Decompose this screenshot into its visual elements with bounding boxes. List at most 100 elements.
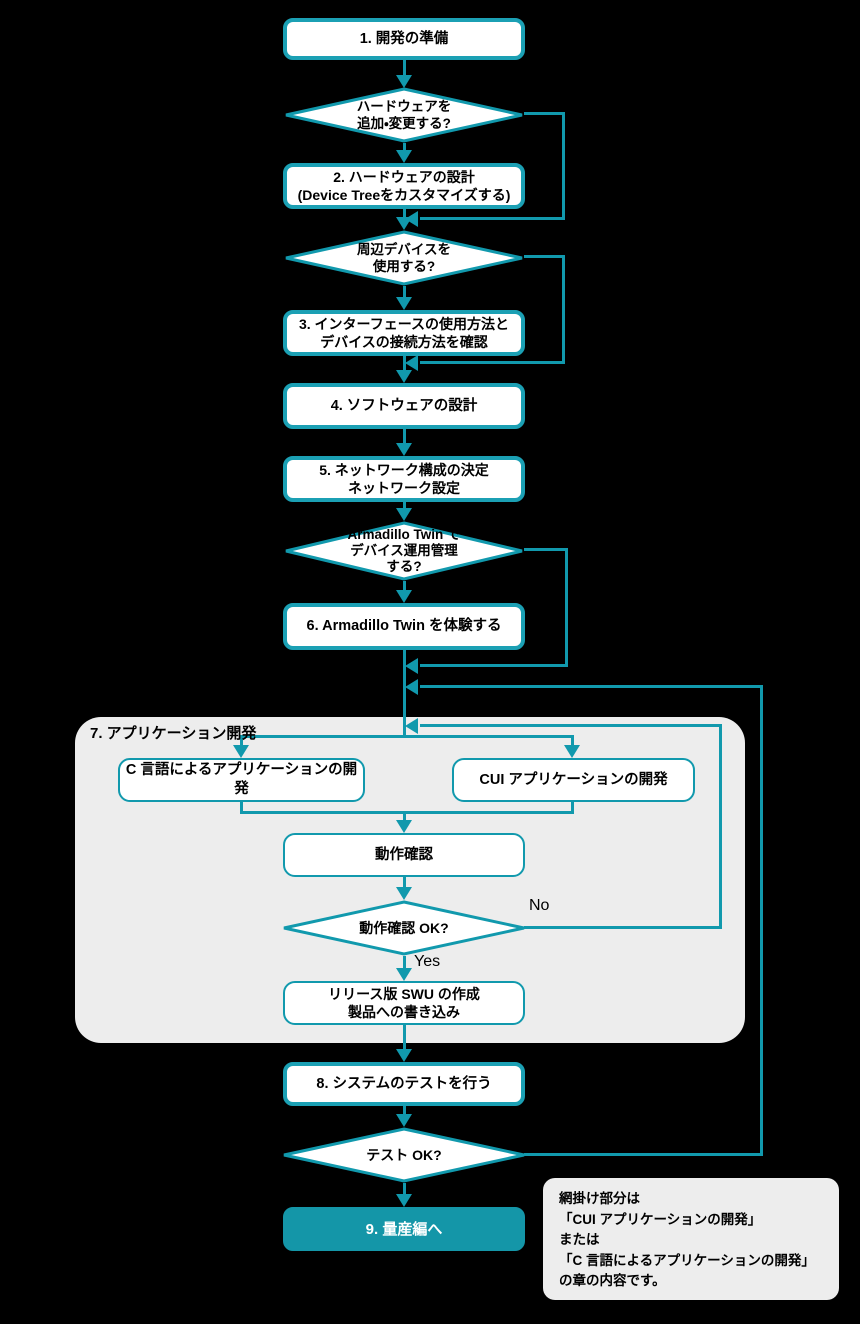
flow-line-segment: [524, 1153, 763, 1156]
step4-label: 4. ソフトウェアの設計: [330, 397, 478, 414]
flow-line-segment: [403, 208, 406, 219]
flow-line-segment: [420, 685, 762, 688]
arrow-down-icon: [396, 150, 412, 163]
step2-line2: (Device Treeをカスタマイズする): [297, 187, 511, 203]
step6-label: 6. Armadillo Twin を体験する: [306, 618, 502, 634]
step4-box: 4. ソフトウェアの設計: [283, 383, 525, 429]
decision-twin-label: Armadillo Twin で デバイス運用管理 する?: [284, 521, 524, 581]
note-line4: 「C 言語によるアプリケーションの開発」: [559, 1252, 815, 1268]
decision-test-text: テスト OK?: [366, 1146, 442, 1163]
arrow-down-icon: [396, 297, 412, 310]
decision-check-diamond: [283, 900, 525, 956]
flow-line-segment: [403, 581, 406, 592]
flow-line-segment: [403, 286, 406, 299]
arrow-down-icon: [396, 443, 412, 456]
decision-test-label: テスト OK?: [282, 1127, 526, 1183]
flow-line-segment: [403, 60, 406, 76]
flow-line-segment: [420, 217, 565, 220]
step5-line2: ネットワーク設定: [348, 480, 460, 496]
decision-peripheral-label: 周辺デバイスを 使用する?: [284, 230, 524, 286]
step3-box: 3. インターフェースの使用方法と デバイスの接続方法を確認: [283, 310, 525, 356]
release-swu-line2: 製品への書き込み: [348, 1004, 460, 1020]
arrow-down-icon: [396, 1114, 412, 1127]
decision-test-diamond: [283, 1127, 525, 1183]
flow-line-segment: [403, 1183, 406, 1196]
step9-label: 9. 量産編へ: [365, 1220, 443, 1238]
flow-line-segment: [240, 811, 574, 814]
flow-line-segment: [524, 255, 565, 258]
arrow-down-icon: [396, 1049, 412, 1062]
cui-dev-box: CUI アプリケーションの開発: [452, 758, 695, 802]
arrow-left-icon: [405, 355, 418, 371]
note-line5: の章の内容です。: [559, 1273, 666, 1288]
flow-line-segment: [562, 255, 565, 364]
arrow-left-icon: [405, 679, 418, 695]
arrow-left-icon: [405, 658, 418, 674]
decision-check-text: 動作確認 OK?: [359, 919, 449, 936]
arrow-down-icon: [396, 1194, 412, 1207]
flow-line-segment: [420, 664, 568, 667]
flow-line-segment: [403, 143, 406, 152]
yes-edge-label: Yes: [414, 953, 441, 970]
flow-line-segment: [403, 1106, 406, 1116]
step8-label: 8. システムのテストを行う: [316, 1075, 492, 1092]
step9-box: 9. 量産編へ: [283, 1207, 525, 1251]
arrow-down-icon: [396, 370, 412, 383]
decision-hardware-line1: ハードウェアを: [356, 99, 452, 114]
arrow-down-icon: [396, 590, 412, 603]
section7-title: 7. アプリケーション開発: [90, 725, 257, 742]
step5-box: 5. ネットワーク構成の決定 ネットワーク設定: [283, 456, 525, 502]
arrow-down-icon: [564, 745, 580, 758]
flow-line-segment: [524, 112, 565, 115]
note-line2: 「CUI アプリケーションの開発」: [559, 1211, 762, 1227]
flow-line-segment: [562, 112, 565, 220]
flow-line-segment: [760, 685, 763, 1156]
flow-line-segment: [240, 735, 574, 738]
flow-line-segment: [403, 502, 406, 510]
operation-check-box: 動作確認: [283, 833, 525, 877]
decision-peripheral-line2: 使用する?: [372, 259, 436, 274]
flow-line-segment: [719, 724, 722, 929]
decision-hardware-line2: 追加・変更する?: [357, 116, 451, 131]
decision-peripheral-line1: 周辺デバイスを: [356, 242, 452, 257]
decision-hardware-diamond: [285, 87, 523, 143]
no-edge-label: No: [529, 897, 550, 914]
flow-line-segment: [571, 802, 574, 814]
step2-line1: 2. ハードウェアの設計: [333, 169, 475, 185]
flow-line-segment: [524, 548, 568, 551]
flow-line-segment: [403, 811, 406, 822]
c-dev-box: C 言語によるアプリケーションの開発: [118, 758, 365, 802]
flow-line-segment: [571, 735, 574, 746]
decision-twin-diamond: [285, 521, 523, 581]
cui-dev-label: CUI アプリケーションの開発: [479, 771, 668, 788]
flow-line-segment: [420, 361, 565, 364]
flow-line-segment: [524, 926, 722, 929]
note-line1: 網掛け部分は: [559, 1191, 640, 1206]
decision-twin-line3: する?: [386, 559, 422, 574]
decision-hardware-label: ハードウェアを 追加・変更する?: [284, 87, 524, 143]
flow-line-segment: [240, 735, 243, 746]
legend-note-box: 網掛け部分は 「CUI アプリケーションの開発」 または 「C 言語によるアプリ…: [543, 1178, 839, 1300]
step1-box: 1. 開発の準備: [283, 18, 525, 60]
note-line3: または: [559, 1232, 600, 1247]
flow-line-segment: [403, 650, 406, 737]
arrow-down-icon: [396, 968, 412, 981]
arrow-down-icon: [396, 75, 412, 88]
decision-peripheral-diamond: [285, 230, 523, 286]
arrow-left-icon: [405, 718, 418, 734]
flow-line-segment: [403, 1025, 406, 1051]
flow-line-segment: [565, 548, 568, 667]
step5-line1: 5. ネットワーク構成の決定: [319, 462, 489, 478]
arrow-down-icon: [396, 887, 412, 900]
decision-twin-line2: デバイス運用管理: [350, 543, 458, 558]
flow-line-segment: [403, 956, 406, 970]
step2-box: 2. ハードウェアの設計 (Device Treeをカスタマイズする): [283, 163, 525, 209]
arrow-down-icon: [396, 820, 412, 833]
step1-label: 1. 開発の準備: [359, 30, 449, 47]
flow-line-segment: [240, 802, 243, 814]
decision-check-label: 動作確認 OK?: [282, 900, 526, 956]
decision-twin-line1: Armadillo Twin で: [347, 527, 461, 542]
step3-line2: デバイスの接続方法を確認: [320, 334, 488, 350]
flow-line-segment: [420, 724, 721, 727]
step3-line1: 3. インターフェースの使用方法と: [298, 316, 510, 332]
